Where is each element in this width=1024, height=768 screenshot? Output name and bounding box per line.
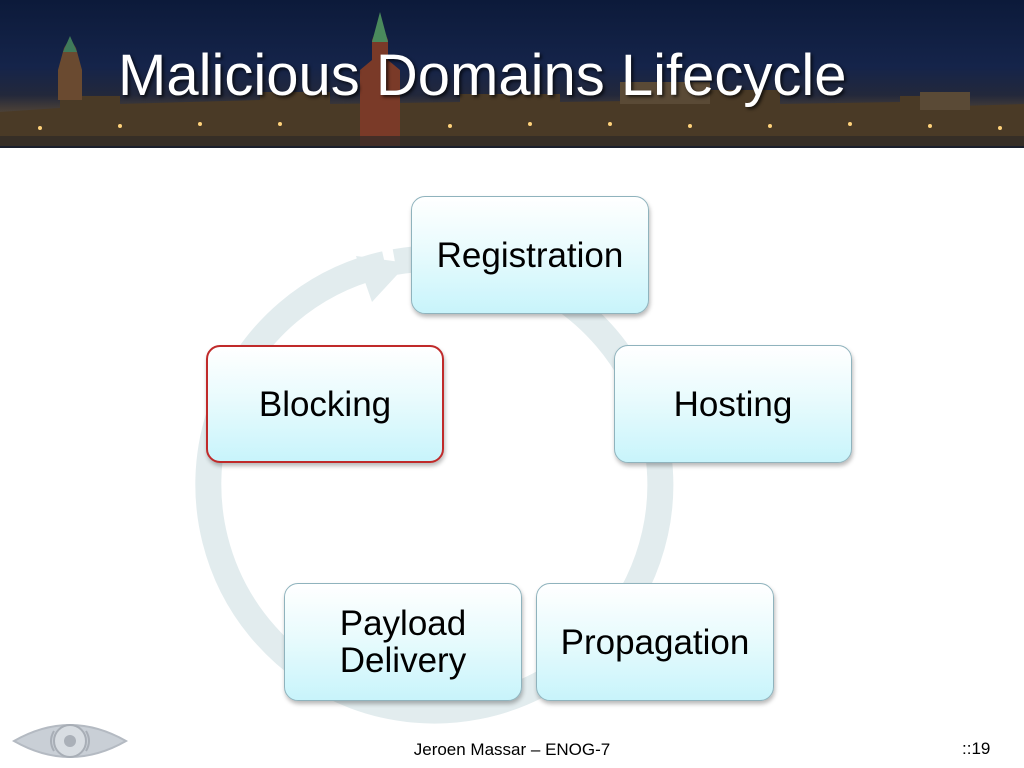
- footer-author: Jeroen Massar – ENOG-7: [413, 740, 611, 759]
- page-number: ::19: [962, 739, 991, 758]
- node-label: Payload Delivery: [339, 604, 467, 680]
- node-propagation: Propagation: [536, 583, 774, 701]
- header-divider: [0, 146, 1024, 148]
- node-blocking: Blocking: [206, 345, 444, 463]
- node-registration: Registration: [411, 196, 649, 314]
- node-label: Hosting: [673, 384, 793, 424]
- node-label: Registration: [436, 235, 624, 275]
- node-label: Blocking: [258, 384, 392, 424]
- kremlin-skyline-image: [0, 12, 1024, 148]
- node-label: Propagation: [560, 622, 750, 662]
- node-hosting: Hosting: [614, 345, 852, 463]
- eye-logo-icon: [11, 724, 129, 758]
- node-payload-delivery: Payload Delivery: [284, 583, 522, 701]
- slide-title: Malicious Domains Lifecycle: [118, 43, 847, 108]
- cycle-arrowhead-icon: [356, 256, 408, 302]
- header-banner: Malicious Domains Lifecycle: [0, 0, 1024, 148]
